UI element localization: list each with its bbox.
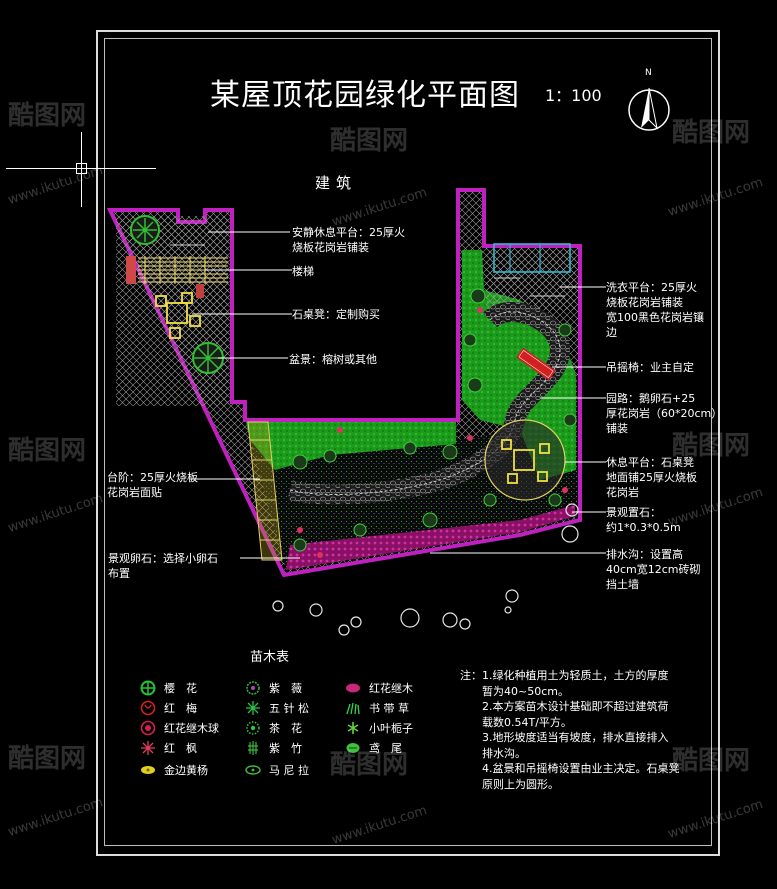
label-drain: 排水沟：设置高 40cm宽12cm砖砌 挡土墙 xyxy=(606,548,701,591)
label-landscape-stone: 景观置石： 约1*0.3*0.5m xyxy=(606,506,681,534)
watermark-brand: 酷图网 xyxy=(8,101,87,131)
legend-item: 茶 花 xyxy=(245,720,302,736)
manila-grass-icon xyxy=(245,765,261,775)
legend-item: 红花继木球 xyxy=(140,720,219,736)
watermark-brand: 酷图网 xyxy=(8,436,87,466)
label-laundry-platform: 洗衣平台：25厚火 烧板花岗岩铺装 宽100黑色花岗岩镶 边 xyxy=(606,281,704,339)
pine-icon xyxy=(246,701,260,715)
laundry-platform-area xyxy=(486,250,576,310)
north-label: N xyxy=(645,68,652,78)
legend-item: 紫 薇 xyxy=(245,680,302,696)
watermark-brand: 酷图网 xyxy=(330,750,409,780)
legend-item: 樱 花 xyxy=(140,680,197,696)
legend-item-label: 红花继木 xyxy=(369,682,413,695)
drawing-border-inner xyxy=(104,38,712,846)
stairs xyxy=(126,256,228,298)
stone-table-left xyxy=(155,292,201,339)
shrubs xyxy=(292,288,577,552)
note-1: 注：1.绿化种植用土为轻质土，土方的厚度 暂为40~50cm。 xyxy=(460,669,669,698)
note-3: 3.地形坡度适当有坡度，排水直接排入 排水沟。 xyxy=(481,731,669,760)
cad-cursor-box xyxy=(76,163,87,174)
hammock xyxy=(516,347,556,381)
camellia-icon xyxy=(246,721,260,735)
red-maple-icon xyxy=(141,741,155,755)
loropetalum-icon xyxy=(346,683,360,693)
watermark-brand: 酷图网 xyxy=(672,431,751,461)
legend-item: 红花继木 xyxy=(345,680,413,696)
legend-item: 小叶栀子 xyxy=(345,720,413,736)
entry-steps xyxy=(247,421,283,561)
building-label: 建筑 xyxy=(315,174,358,192)
legend-item-label: 红花继木球 xyxy=(164,722,219,735)
drawing-border-outer xyxy=(96,30,720,856)
cad-cursor-horizontal xyxy=(6,168,156,169)
label-bonsai: 盆景：榕树或其他 xyxy=(289,353,377,366)
dimension-marks xyxy=(170,244,565,297)
legend-item-label: 红 梅 xyxy=(164,702,197,715)
legend-item-label: 茶 花 xyxy=(269,722,302,735)
note-2: 2.本方案苗木设计基础即不超过建筑荷 载数0.54T/平方。 xyxy=(481,700,669,729)
drawing-scale: 1：100 xyxy=(545,86,602,105)
rest-platform xyxy=(484,419,566,501)
crape-myrtle-icon xyxy=(246,681,260,695)
label-stone-table: 石桌凳：定制购买 xyxy=(292,308,380,321)
gardenia-icon xyxy=(347,722,359,734)
legend-item: 金边黄杨 xyxy=(140,762,208,778)
legend-title: 苗木表 xyxy=(250,650,290,665)
boxwood-icon xyxy=(141,766,155,774)
legend-item-label: 鸢 尾 xyxy=(369,742,402,755)
stone-table-right xyxy=(501,439,550,484)
label-rest-platform: 休息平台：石桌凳 地面铺25厚火烧板 花岗岩 xyxy=(606,456,697,499)
legend-item-label: 小叶栀子 xyxy=(369,722,413,735)
legend-item-label: 紫 竹 xyxy=(269,742,302,755)
note-4: 4.盆景和吊摇椅设置由业主决定。石桌凳 原则上为圆形。 xyxy=(481,762,680,791)
cad-cursor-vertical xyxy=(81,132,82,207)
legend-item: 紫 竹 xyxy=(245,740,302,756)
landscape-stones xyxy=(272,503,579,636)
leader-lines xyxy=(190,231,606,559)
red-flowers xyxy=(297,307,568,558)
hedge-strip xyxy=(286,505,575,570)
bamboo-icon xyxy=(248,741,258,755)
legend-item-label: 紫 薇 xyxy=(269,682,302,695)
legend-item: 五 针 松 xyxy=(245,700,309,716)
loropetalum-ball-icon xyxy=(140,720,156,736)
design-notes: 注：1.绿化种植用土为轻质土，土方的厚度 暂为40~50cm。 2.本方案苗木设… xyxy=(460,668,710,792)
iris-icon xyxy=(346,743,360,753)
label-stairs: 楼梯 xyxy=(292,265,314,278)
watermark-brand: 酷图网 xyxy=(330,126,409,156)
label-quiet-platform: 安静休息平台：25厚火 烧板花岗岩铺装 xyxy=(292,226,405,254)
legend-item-label: 樱 花 xyxy=(164,682,197,695)
watermark-brand: 酷图网 xyxy=(672,746,751,776)
legend-item: 马 尼 拉 xyxy=(245,762,309,778)
legend-item-label: 金边黄杨 xyxy=(164,764,208,777)
legend-item-label: 红 枫 xyxy=(164,742,197,755)
drawing-title: 某屋顶花园绿化平面图 xyxy=(210,78,520,113)
grass-icon xyxy=(346,702,360,715)
label-garden-path: 园路：鹅卵石+25 厚花岗岩（60*20cm） 铺装 xyxy=(606,392,723,435)
legend-item: 书 带 草 xyxy=(345,700,409,716)
legend-item: 鸢 尾 xyxy=(345,740,402,756)
legend-item: 红 梅 xyxy=(140,700,197,716)
legend-item: 红 枫 xyxy=(140,740,197,756)
legend-item-label: 五 针 松 xyxy=(269,702,309,715)
legend-item-label: 马 尼 拉 xyxy=(269,764,309,777)
label-pebble: 景观卵石：选择小卵石 布置 xyxy=(108,552,218,580)
cherry-icon xyxy=(140,680,156,696)
red-plum-icon xyxy=(140,700,156,716)
north-arrow-icon xyxy=(628,87,670,131)
cherry-tree-1 xyxy=(130,215,160,245)
label-hammock: 吊摇椅：业主自定 xyxy=(606,361,694,374)
legend-item-label: 书 带 草 xyxy=(369,702,409,715)
laundry-sink xyxy=(493,243,571,273)
quiet-platform-area xyxy=(116,216,228,406)
watermark-brand: 酷图网 xyxy=(672,118,751,148)
label-steps: 台阶：25厚火烧板 花岗岩面贴 xyxy=(107,471,198,499)
watermark-brand: 酷图网 xyxy=(8,744,87,774)
